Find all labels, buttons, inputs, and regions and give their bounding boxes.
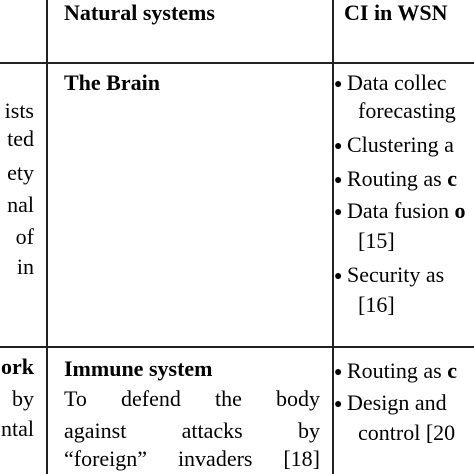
bullet-icon: ● [334, 139, 343, 154]
bullet-icon: ● [334, 77, 343, 92]
row2-col1-line: by [12, 386, 34, 411]
header-ci-in-wsn: CI in WSN [344, 0, 448, 25]
list-item-continuation: forecasting [358, 98, 456, 123]
list-item: ●Security as [334, 262, 444, 290]
bullet-icon: ● [334, 269, 343, 284]
list-item: ●Routing as c [334, 358, 457, 386]
row1-col1-line: ety [7, 160, 34, 185]
bullet-icon: ● [334, 173, 343, 188]
row1-col1-line: of [15, 224, 34, 249]
list-item: ●Routing as c [334, 166, 457, 194]
row2-col1-line: ntal [1, 416, 34, 441]
row1-title-the-brain: The Brain [64, 70, 160, 95]
row1-col1-line: ists [4, 98, 34, 123]
bullet-icon: ● [334, 365, 343, 380]
row2-title-immune-system: Immune system [64, 356, 213, 381]
column-divider-1 [46, 0, 48, 474]
row2-col2-line: “foreign” invaders [18] [64, 446, 320, 471]
row-divider-header [0, 62, 474, 64]
row1-col1-line: ted [7, 126, 34, 151]
list-item: ●Data fusion o [334, 198, 466, 226]
column-divider-2 [332, 0, 334, 474]
list-item-continuation: control [20 [358, 420, 456, 445]
list-item: ●Data collec [334, 70, 447, 98]
bullet-icon: ● [334, 205, 343, 220]
list-item-continuation: [16] [358, 292, 395, 317]
row-divider-1 [0, 346, 474, 348]
row2-col1-line: ork [1, 354, 34, 379]
row2-col2-line: To defend the body [64, 386, 320, 411]
list-item-continuation: [15] [358, 228, 395, 253]
bullet-icon: ● [334, 397, 343, 412]
list-item: ●Clustering a [334, 132, 454, 160]
list-item: ●Design and [334, 390, 447, 418]
row2-col2-line: against attacks by [64, 418, 320, 443]
row1-col1-line: in [16, 254, 34, 279]
header-natural-systems: Natural systems [64, 0, 215, 25]
row1-col1-line: nal [7, 192, 34, 217]
